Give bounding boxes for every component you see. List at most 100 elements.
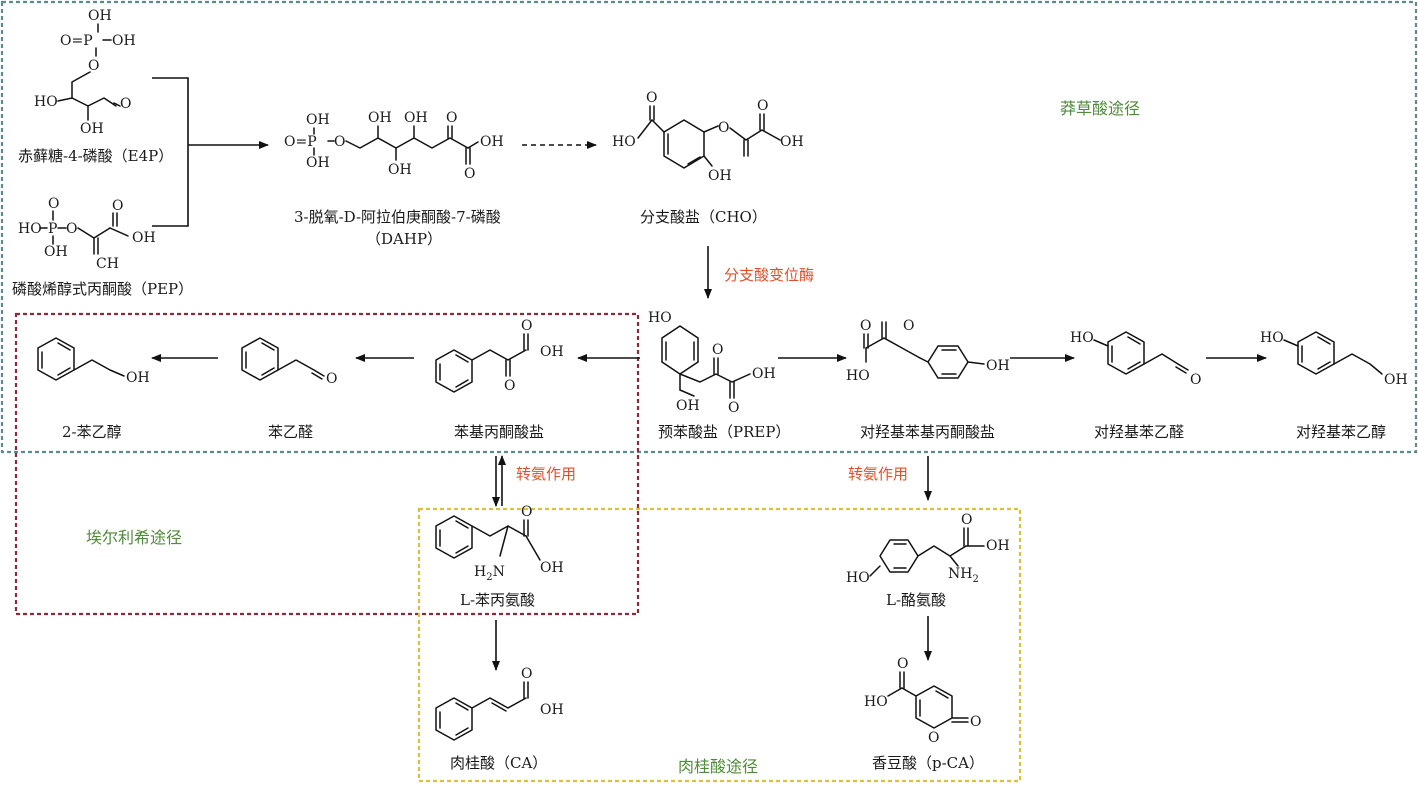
svg-text:O: O	[1190, 372, 1201, 388]
svg-text:OH: OH	[126, 370, 150, 386]
svg-text:OH: OH	[306, 112, 330, 128]
pep-label: 磷酸烯醇式丙酮酸（PEP）	[12, 280, 193, 298]
cho-structure: O HO O O OH OH	[612, 90, 804, 184]
tyr-structure: HO O OH NH2	[846, 512, 1010, 586]
svg-text:OH: OH	[388, 162, 412, 178]
svg-text:HO: HO	[18, 221, 42, 237]
svg-text:HO: HO	[864, 694, 888, 710]
svg-text:HO: HO	[1260, 330, 1284, 346]
phenylacetaldehyde-structure: O	[241, 337, 337, 387]
svg-text:OH: OH	[986, 358, 1010, 374]
ehrlich-region-label: 埃尔利希途径	[86, 528, 182, 547]
shikimate-region-label: 莽草酸途径	[1060, 99, 1140, 118]
cinnamate-region-box	[417, 507, 1022, 783]
svg-text:O: O	[446, 110, 457, 126]
svg-text:HO: HO	[34, 94, 58, 110]
svg-text:OH: OH	[540, 702, 564, 718]
svg-text:OH: OH	[88, 8, 112, 24]
svg-text:P: P	[48, 221, 57, 237]
svg-text:O: O	[757, 98, 768, 114]
svg-text:O: O	[970, 714, 981, 730]
svg-text:O=P: O=P	[284, 134, 317, 150]
svg-text:O: O	[860, 318, 871, 334]
hpaa-structure: HO O	[1070, 330, 1201, 388]
svg-text:O: O	[521, 318, 532, 334]
svg-text:O: O	[88, 58, 99, 74]
svg-text:OH: OH	[1384, 372, 1408, 388]
svg-text:OH: OH	[708, 168, 732, 184]
pep-structure: O HO P O OH O OH CH	[18, 196, 156, 272]
svg-text:OH: OH	[44, 244, 68, 260]
svg-text:OH: OH	[80, 121, 104, 137]
phe-label: L-苯丙氨酸	[460, 591, 535, 609]
svg-text:O: O	[728, 400, 739, 416]
tyrosol-structure: HO OH	[1260, 330, 1408, 388]
svg-text:OH: OH	[480, 134, 504, 150]
svg-text:OH: OH	[368, 110, 392, 126]
e4p-label: 赤藓糖-4-磷酸（E4P）	[18, 147, 173, 165]
svg-text:OH: OH	[752, 366, 776, 382]
svg-text:O: O	[326, 371, 337, 387]
svg-text:OH: OH	[306, 155, 330, 171]
shikimate-region-box	[0, 0, 1418, 454]
hpaa-label: 对羟基苯乙醛	[1094, 423, 1184, 441]
svg-text:O: O	[718, 120, 729, 136]
cinnamate-region-label: 肉桂酸途径	[678, 757, 758, 776]
svg-text:O: O	[712, 342, 723, 358]
svg-text:O: O	[521, 666, 532, 682]
svg-text:O: O	[464, 166, 475, 182]
svg-text:CH: CH	[96, 256, 119, 272]
svg-text:HO: HO	[846, 368, 870, 384]
phenylethanol-structure: OH	[37, 337, 150, 386]
hpp-structure: O HO O OH	[846, 318, 1010, 384]
svg-text:OH: OH	[404, 110, 428, 126]
svg-text:OH: OH	[132, 230, 156, 246]
pca-structure: O HO O O	[864, 656, 981, 746]
transamination-left-label: 转氨作用	[516, 465, 576, 483]
phenylacetaldehyde-label: 苯乙醛	[268, 423, 313, 441]
svg-text:O: O	[928, 730, 939, 746]
svg-text:O: O	[120, 96, 131, 112]
svg-text:O: O	[897, 656, 908, 672]
svg-text:O: O	[334, 134, 345, 150]
svg-text:O: O	[646, 90, 657, 106]
phenylethanol-label: 2-苯乙醇	[62, 423, 122, 441]
dahp-label-line2: （DAHP）	[366, 230, 442, 248]
svg-text:NH2: NH2	[948, 566, 979, 585]
svg-text:OH: OH	[676, 398, 700, 414]
svg-text:O: O	[521, 504, 532, 520]
ehrlich-region-box	[14, 312, 640, 616]
ca-structure: O OH	[435, 666, 564, 741]
svg-text:HO: HO	[648, 310, 672, 326]
e4p-pep-merge-bracket	[152, 77, 189, 227]
svg-text:O: O	[48, 196, 59, 212]
prep-structure: HO OH O O OH	[648, 310, 776, 416]
svg-text:OH: OH	[986, 538, 1010, 554]
e4p-structure: OH O=P OH O O HO OH	[34, 8, 136, 137]
hpp-label: 对羟基苯基丙酮酸盐	[860, 423, 995, 441]
tyr-label: L-酪氨酸	[886, 591, 946, 609]
svg-text:OH: OH	[780, 134, 804, 150]
svg-text:OH: OH	[112, 33, 136, 49]
svg-text:HO: HO	[1070, 330, 1094, 346]
svg-text:O: O	[504, 378, 515, 394]
transamination-right-label: 转氨作用	[848, 465, 908, 483]
pca-label: 香豆酸（p-CA）	[872, 754, 984, 772]
ca-label: 肉桂酸（CA）	[450, 754, 547, 772]
svg-text:O: O	[961, 512, 972, 528]
phenylpyruvate-structure: O O OH	[435, 318, 564, 394]
prep-label: 预苯酸盐（PREP）	[658, 423, 790, 441]
svg-text:O: O	[112, 198, 123, 214]
tyrosol-label: 对羟基苯乙醇	[1296, 423, 1386, 441]
svg-text:O: O	[66, 221, 77, 237]
chorismate-mutase-label: 分支酸变位酶	[724, 266, 814, 284]
svg-text:OH: OH	[540, 344, 564, 360]
svg-text:HO: HO	[612, 134, 636, 150]
phenylpyruvate-label: 苯基丙酮酸盐	[454, 423, 544, 441]
svg-text:O=P: O=P	[60, 33, 93, 49]
cho-label: 分支酸盐（CHO）	[640, 208, 767, 226]
svg-text:OH: OH	[540, 560, 564, 576]
dahp-structure: OH O=P O OH OH OH OH O O OH	[284, 110, 504, 182]
